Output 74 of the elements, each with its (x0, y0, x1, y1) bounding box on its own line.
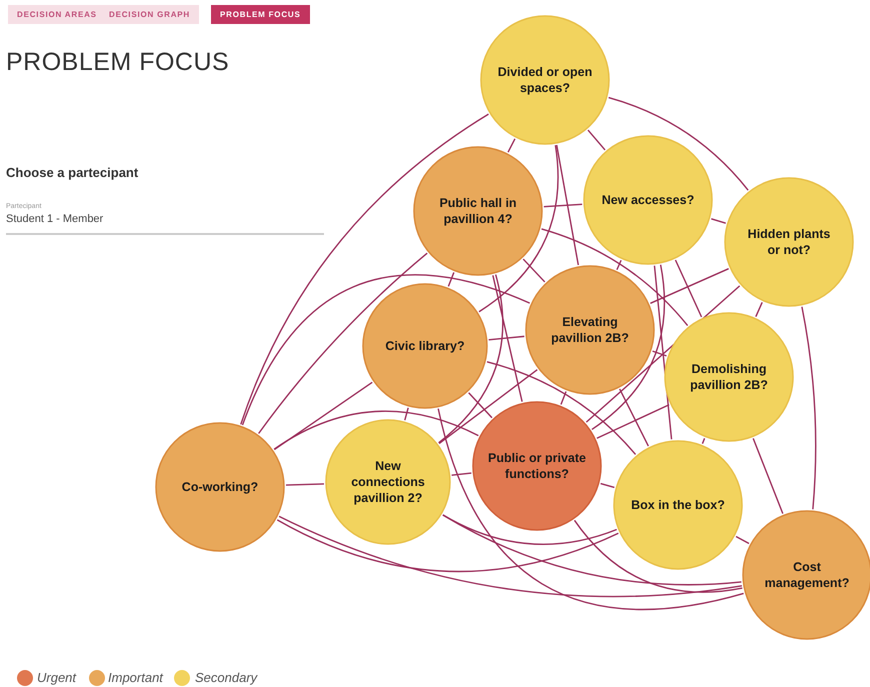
circle-label: Cost management? (764, 559, 850, 591)
legend-label: Secondary (195, 670, 258, 685)
connector-line (468, 392, 492, 418)
connector-line (560, 391, 567, 405)
connector-line (278, 516, 742, 598)
connector-line (600, 482, 615, 488)
connector-line (596, 404, 670, 439)
section-heading: Choose a partecipant (6, 165, 138, 180)
connector-line (404, 408, 409, 420)
connector-line (286, 483, 324, 486)
connector-line (486, 361, 636, 455)
connector-line (522, 258, 546, 282)
connector-line (654, 266, 672, 440)
connector-line (752, 438, 784, 514)
circle-label: Co-working? (180, 479, 260, 495)
connector-line (452, 472, 472, 476)
connector-line (801, 306, 816, 510)
topic-circle (664, 312, 794, 442)
connector-line (736, 536, 750, 544)
circle-label: Hidden plants or not? (746, 226, 832, 258)
circle-label: Public hall in pavillion 4? (438, 195, 518, 227)
connector-line (242, 274, 530, 426)
connector-line (258, 252, 428, 434)
connector-line (755, 302, 763, 317)
topic-circle (613, 440, 743, 570)
connector-line (674, 260, 702, 318)
connector-line (556, 144, 579, 266)
connector-line (574, 520, 742, 593)
connector-line (592, 264, 666, 430)
connector-line (274, 382, 373, 450)
tab: PROBLEM FOCUS (211, 5, 310, 24)
connector-line (240, 114, 489, 425)
connector-line (544, 204, 582, 208)
circle-label: Civic library? (384, 338, 466, 354)
topic-circle (724, 177, 854, 307)
connector-line (492, 275, 523, 402)
circle-label: Demolishing pavillion 2B? (689, 361, 769, 393)
legend-label: Urgent (37, 670, 76, 685)
circle-label: Public or private functions? (487, 450, 587, 482)
connector-line (608, 96, 749, 191)
circle-label: Box in the box? (630, 497, 726, 513)
topic-circle (413, 146, 543, 276)
connector-line (711, 218, 726, 224)
topic-circle (362, 283, 488, 409)
connector-line (652, 350, 667, 357)
circle-label: New accesses? (600, 192, 696, 208)
topic-circle (325, 419, 451, 545)
connector-line (541, 228, 688, 326)
connector-line (507, 138, 516, 153)
circle-label: New connections pavillion 2? (350, 458, 426, 506)
connector-line (438, 408, 744, 610)
page-title: PROBLEM FOCUS (6, 48, 230, 77)
circle-label: Elevating pavillion 2B? (550, 314, 630, 346)
connector-line (276, 519, 619, 572)
connector-line (442, 514, 742, 586)
topic-circle (472, 401, 602, 531)
connector-line (448, 272, 455, 287)
topic-circle (583, 135, 713, 265)
connector-line (478, 145, 559, 312)
topic-circle (525, 265, 655, 395)
connector-line (702, 438, 706, 444)
connector-line (587, 130, 606, 150)
connector-line (488, 336, 524, 341)
connector-line (274, 410, 479, 450)
connector-line (438, 274, 504, 444)
connector-line (442, 514, 617, 546)
connector-line (616, 260, 622, 270)
connector-line (650, 268, 729, 304)
topic-circle (155, 422, 285, 552)
topic-circle (480, 15, 610, 145)
connector-line (438, 369, 538, 444)
circle-label: Divided or open spaces? (496, 64, 594, 96)
connector-line (619, 388, 649, 446)
legend-label: Important (108, 670, 163, 685)
